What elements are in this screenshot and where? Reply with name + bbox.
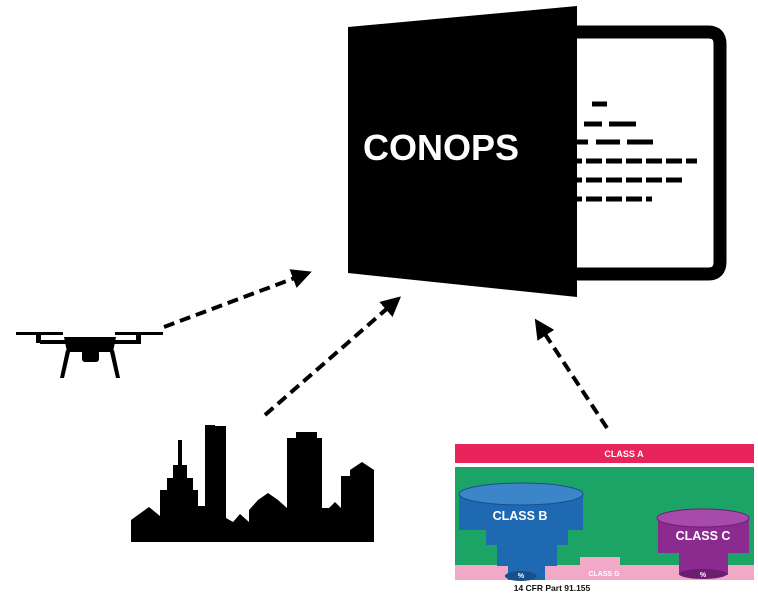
- class-b-label: CLASS B: [493, 509, 548, 523]
- class-a-band: [455, 444, 754, 463]
- document-icon: CONOPS: [348, 6, 727, 297]
- class-b-airspace: CLASS B %: [458, 482, 584, 581]
- document-title: CONOPS: [363, 127, 519, 168]
- drone-to-conops-arrow: [163, 269, 312, 329]
- document-text-lines: [566, 101, 697, 202]
- airspace-diagram-icon: CLASS A CLASS G CLASS B % CLASS C % 14 C…: [455, 440, 755, 593]
- drone-icon: [16, 332, 163, 378]
- class-a-label: CLASS A: [604, 449, 644, 459]
- document-spine: [564, 28, 577, 294]
- arrows: [163, 269, 609, 430]
- airspace-to-conops-arrow: [534, 318, 609, 430]
- document-cover: [348, 6, 577, 297]
- class-c-marker: %: [700, 572, 707, 579]
- regulation-caption: 14 CFR Part 91.155: [514, 583, 591, 593]
- class-g-label: CLASS G: [588, 571, 620, 578]
- document-back-page: [541, 25, 727, 281]
- class-c-label: CLASS C: [676, 529, 731, 543]
- city-skyline-icon: [131, 425, 374, 542]
- city-to-conops-arrow: [263, 296, 402, 417]
- class-b-marker: %: [518, 573, 525, 580]
- class-c-airspace: CLASS C %: [656, 508, 750, 579]
